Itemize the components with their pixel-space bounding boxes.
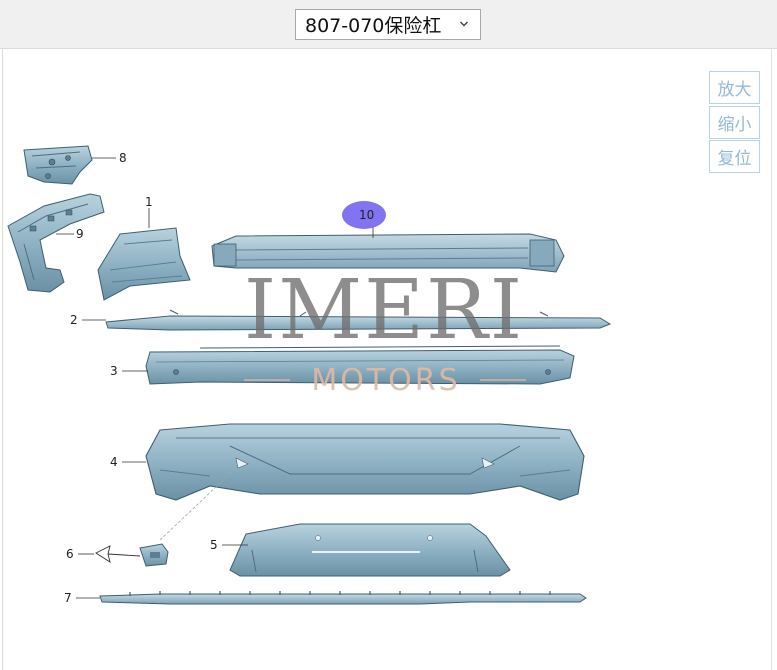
callout-3[interactable]: 3 <box>110 364 118 378</box>
part-7-lower-strip[interactable] <box>99 591 587 605</box>
part-1-corner-panel[interactable] <box>97 227 191 301</box>
watermark: IMERI MOTORS <box>244 263 526 398</box>
reset-view-button[interactable]: 复位 <box>709 140 760 173</box>
callout-9[interactable]: 9 <box>76 227 84 241</box>
callout-6[interactable]: 6 <box>66 547 74 561</box>
callout-2[interactable]: 2 <box>70 313 78 327</box>
part-5-diffuser[interactable] <box>229 523 511 577</box>
watermark-main-text: IMERI <box>244 263 524 358</box>
parts-diagram: 8 9 1 10 2 3 <box>7 145 612 605</box>
chevron-down-icon <box>460 21 468 27</box>
callout-5[interactable]: 5 <box>210 538 218 552</box>
part-10-reinforcement-bar[interactable] <box>211 233 565 273</box>
viewer-border-left <box>2 48 3 670</box>
callout-10[interactable]: 10 <box>359 208 374 222</box>
watermark-sub-text: MOTORS <box>311 363 460 398</box>
part-6-clip[interactable] <box>139 543 169 567</box>
part-4-bumper-cover[interactable] <box>145 423 585 501</box>
callout-8[interactable]: 8 <box>119 151 127 165</box>
diagram-selector-value: 807-070保险杠 <box>305 15 442 37</box>
part-9-guide[interactable] <box>7 193 105 293</box>
assembly-guide-line <box>159 467 237 541</box>
zoom-in-button[interactable]: 放大 <box>709 71 760 104</box>
arrow-icon <box>95 545 141 563</box>
part-2-upper-strip[interactable] <box>105 309 612 331</box>
callout-1[interactable]: 1 <box>145 195 153 209</box>
part-3-mounting-strip[interactable] <box>145 345 575 385</box>
callout-7[interactable]: 7 <box>64 591 72 605</box>
toolbar: 807-070保险杠 <box>0 0 777 49</box>
diagram-selector-dropdown[interactable]: 807-070保险杠 <box>295 9 481 40</box>
zoom-out-button[interactable]: 缩小 <box>709 106 760 139</box>
part-8-bracket[interactable] <box>23 145 93 185</box>
callout-4[interactable]: 4 <box>110 455 118 469</box>
viewer-border-right <box>771 48 772 670</box>
callout-10-highlight <box>342 201 386 229</box>
